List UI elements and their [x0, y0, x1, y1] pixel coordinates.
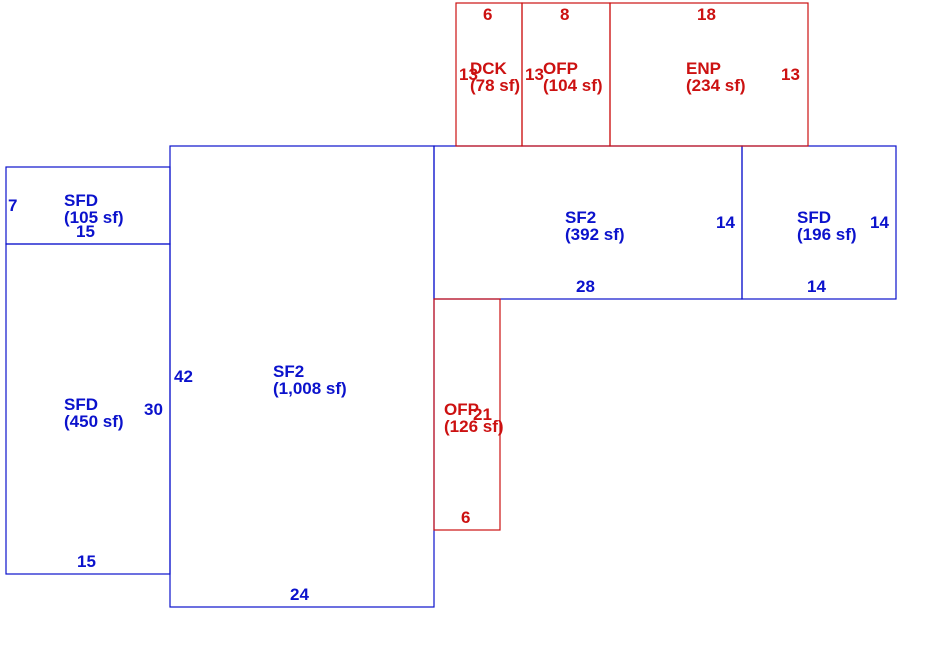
sfd-right-dim-side: 14 [870, 213, 889, 232]
enp-outline [609, 2, 809, 147]
ofp-top-code: OFP [543, 59, 578, 78]
enp-dim-top: 18 [697, 5, 716, 24]
dck-dim-side: 13 [459, 65, 478, 84]
sf2-main-area: (1,008 sf) [273, 379, 347, 398]
sf2-mid-code: SF2 [565, 208, 596, 227]
ofp-low-dim-bottom: 6 [461, 508, 470, 527]
sfd-left-area: (450 sf) [64, 412, 124, 431]
ofp-top-dim-side: 13 [525, 65, 544, 84]
enp-dim-side: 13 [781, 65, 800, 84]
ofp-low-outline [433, 298, 501, 531]
dck-code: DCK [470, 59, 508, 78]
sfd-top-left-code: SFD [64, 191, 98, 210]
sfd-top-left-area: (105 sf) [64, 208, 124, 227]
sf2-main-dim-bottom: 24 [290, 585, 309, 604]
sfd-right-code: SFD [797, 208, 831, 227]
ofp-low-area: (126 sf) [444, 417, 504, 436]
dck-area: (78 sf) [470, 76, 520, 95]
sf2-mid-dim-side: 14 [716, 213, 735, 232]
sfd-top-left-dim-side: 7 [8, 196, 17, 215]
ofp-top-dim-top: 8 [560, 5, 569, 24]
ofp-low-dim-side: 21 [473, 405, 492, 424]
sf2-main-dim-side: 42 [174, 367, 193, 386]
sfd-left-code: SFD [64, 395, 98, 414]
ofp-low-code: OFP [444, 400, 479, 419]
ofp-top-area: (104 sf) [543, 76, 603, 95]
sfd-right-outline [741, 145, 897, 300]
dck-dim-top: 6 [483, 5, 492, 24]
sfd-left-dim-side: 30 [144, 400, 163, 419]
sfd-right-dim-bottom: 14 [807, 277, 826, 296]
enp-code: ENP [686, 59, 721, 78]
sfd-top-left-dim-bottom: 15 [76, 222, 95, 241]
sf2-mid-dim-bottom: 28 [576, 277, 595, 296]
enp-area: (234 sf) [686, 76, 746, 95]
sfd-right-area: (196 sf) [797, 225, 857, 244]
sfd-left-dim-bottom: 15 [77, 552, 96, 571]
sf2-mid-area: (392 sf) [565, 225, 625, 244]
sf2-main-code: SF2 [273, 362, 304, 381]
